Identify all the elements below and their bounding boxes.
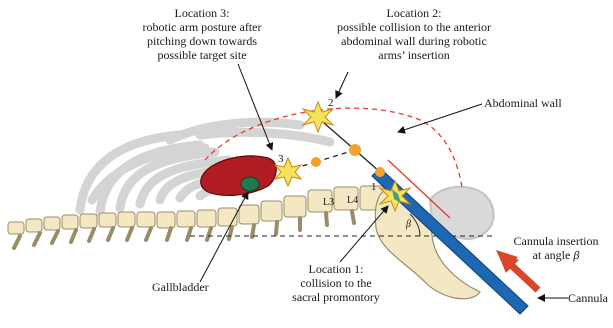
marker-3: 3 xyxy=(278,153,284,165)
location2-line1: possible collision to the anterior xyxy=(296,20,532,34)
location3-line1: robotic arm posture after xyxy=(112,20,292,34)
location1-title: Location 1: xyxy=(266,262,406,276)
location3-title: Location 3: xyxy=(112,6,292,20)
vertebra-l4-label: L4 xyxy=(347,195,358,206)
location1-line2: sacral promontory xyxy=(266,290,406,304)
location3-leader xyxy=(238,64,272,150)
cannula-insertion-line2: at angle β xyxy=(500,248,612,262)
cannula-insertion-label: Cannula insertion at angle β xyxy=(500,234,612,262)
marker-2: 2 xyxy=(328,97,334,109)
location2-line2: abdominal wall during robotic xyxy=(296,34,532,48)
marker-1: 1 xyxy=(371,181,377,193)
vertebra-l3-label: L3 xyxy=(323,197,334,208)
cannula-insertion-beta: β xyxy=(573,248,579,262)
gallbladder-organ xyxy=(241,177,259,191)
abdominal-wall-leader xyxy=(398,104,482,132)
location2-title: Location 2: xyxy=(296,6,532,20)
abdominal-wall-label: Abdominal wall xyxy=(484,96,562,110)
cannula-insertion-line1: Cannula insertion xyxy=(500,234,612,248)
location2-label: Location 2: possible collision to the an… xyxy=(296,6,532,62)
location1-label: Location 1: collision to the sacral prom… xyxy=(266,262,406,304)
location2-leader xyxy=(336,72,348,98)
cannula-label: Cannula xyxy=(568,291,608,305)
cannula-insertion-prefix: at angle xyxy=(533,248,574,262)
gallbladder-label: Gallbladder xyxy=(152,280,209,294)
angle-beta-symbol: β xyxy=(405,219,411,230)
location3-line3: possible target site xyxy=(112,48,292,62)
location1-line1: collision to the xyxy=(266,276,406,290)
location3-line2: pitching down towards xyxy=(112,34,292,48)
location3-label: Location 3: robotic arm posture after pi… xyxy=(112,6,292,62)
arm-joints xyxy=(311,144,385,177)
location2-line3: arms’ insertion xyxy=(296,48,532,62)
